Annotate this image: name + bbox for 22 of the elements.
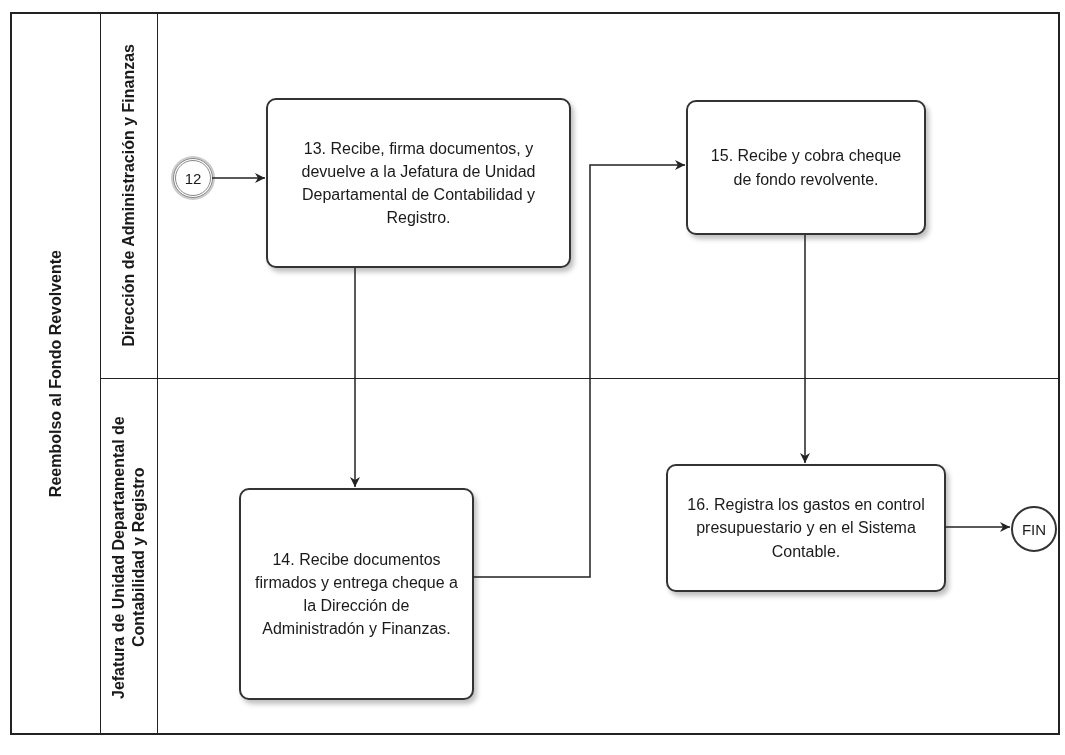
start-event-circle <box>173 158 213 198</box>
arrow <box>944 522 1011 532</box>
end-event-circle <box>1011 506 1057 552</box>
swimlane <box>100 378 1060 735</box>
lane-title: Jefatura de Unidad Departamental de Contabilidad y Registro <box>109 414 148 701</box>
task-box <box>239 488 474 700</box>
event-label: FIN <box>1021 520 1047 538</box>
pool-title: Reembolso al Fondo Revolvente <box>46 249 65 498</box>
task-text: 14. Recibe documentos firmados y entrega cheque a la Dirección de Administradón y Finanzas. <box>255 549 458 640</box>
task-text: 15. Recibe y cobra cheque de fondo revolvente. <box>709 146 903 190</box>
task-box <box>666 464 946 592</box>
pool-frame <box>10 12 1060 735</box>
task-text: 16. Registra los gastos en control presupuestario y en el Sistema Contable. <box>686 495 926 562</box>
task-box <box>266 98 571 268</box>
event-label: 12 <box>184 169 202 187</box>
arrow <box>472 160 686 578</box>
lane-title: Dirección de Administración y Finanzas <box>119 43 138 347</box>
arrow <box>800 234 810 464</box>
task-text: 13. Recibe, firma documentos, y devuelve a la Jefatura de Unidad Departamental de Contabilidad y Registro. <box>300 138 537 229</box>
arrow <box>350 267 360 488</box>
arrow <box>211 173 266 183</box>
task-box <box>686 100 926 235</box>
